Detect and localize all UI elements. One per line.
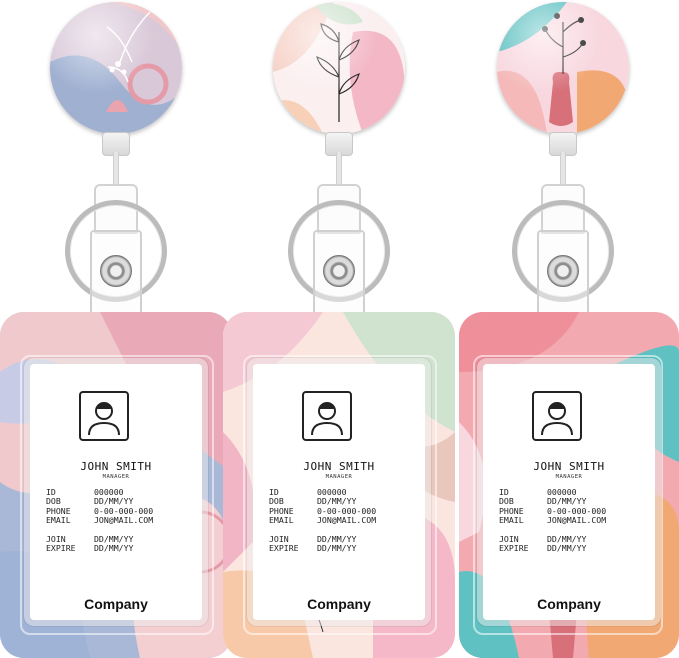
field-value: DD/MM/YY: [317, 496, 357, 507]
user-avatar-icon: [532, 391, 582, 441]
field-label: JOIN: [46, 533, 66, 544]
badge-reel-1: [50, 2, 182, 134]
key-ring: [288, 200, 390, 302]
field-value: DD/MM/YY: [94, 533, 134, 544]
user-avatar-icon: [302, 391, 352, 441]
field-value: 0-00-000-000: [547, 505, 607, 516]
field-label: ID: [499, 487, 509, 497]
field-value: 000000: [317, 487, 347, 497]
user-avatar-icon: [79, 391, 129, 441]
badge-reel-2: [273, 2, 405, 134]
field-value: 000000: [547, 487, 577, 497]
field-label: JOIN: [499, 533, 519, 544]
field-value: DD/MM/YY: [94, 496, 134, 507]
cardholder-role: MANAGER: [102, 474, 130, 480]
field-label: PHONE: [499, 505, 524, 516]
cardholder-name: JOHN SMITH: [80, 460, 152, 473]
field-label: EXPIRE: [269, 543, 299, 554]
field-value: JON@MAIL.COM: [317, 515, 377, 526]
field-label: ID: [46, 487, 56, 497]
retractable-cord: [560, 152, 566, 186]
snap-button: [323, 255, 355, 287]
cardholder-name: JOHN SMITH: [303, 460, 375, 473]
field-label: JOIN: [269, 533, 289, 544]
cardholder-role: MANAGER: [325, 474, 353, 480]
snap-button: [547, 255, 579, 287]
field-value: JON@MAIL.COM: [547, 515, 607, 526]
field-value: 0-00-000-000: [94, 505, 154, 516]
company-name: Company: [537, 596, 601, 612]
field-label: PHONE: [46, 505, 71, 516]
field-value: DD/MM/YY: [94, 543, 134, 554]
retractable-cord: [336, 152, 342, 186]
key-ring: [512, 200, 614, 302]
field-value: DD/MM/YY: [547, 543, 587, 554]
cardholder-name: JOHN SMITH: [533, 460, 605, 473]
field-label: PHONE: [269, 505, 294, 516]
field-value: DD/MM/YY: [317, 543, 357, 554]
field-label: DOB: [46, 496, 61, 507]
field-value: JON@MAIL.COM: [94, 515, 154, 526]
field-label: DOB: [269, 496, 284, 507]
field-label: EMAIL: [46, 515, 71, 526]
retractable-cord: [113, 152, 119, 186]
field-value: 0-00-000-000: [317, 505, 377, 516]
field-label: EMAIL: [269, 515, 294, 526]
company-name: Company: [84, 596, 148, 612]
field-label: EXPIRE: [499, 543, 529, 554]
company-name: Company: [307, 596, 371, 612]
field-label: DOB: [499, 496, 514, 507]
field-label: EMAIL: [499, 515, 524, 526]
field-label: EXPIRE: [46, 543, 76, 554]
field-value: DD/MM/YY: [547, 533, 587, 544]
field-value: 000000: [94, 487, 124, 497]
badge-reel-3: [497, 2, 629, 134]
cardholder-role: MANAGER: [555, 474, 583, 480]
key-ring: [65, 200, 167, 302]
field-value: DD/MM/YY: [547, 496, 587, 507]
snap-button: [100, 255, 132, 287]
field-label: ID: [269, 487, 279, 497]
field-value: DD/MM/YY: [317, 533, 357, 544]
